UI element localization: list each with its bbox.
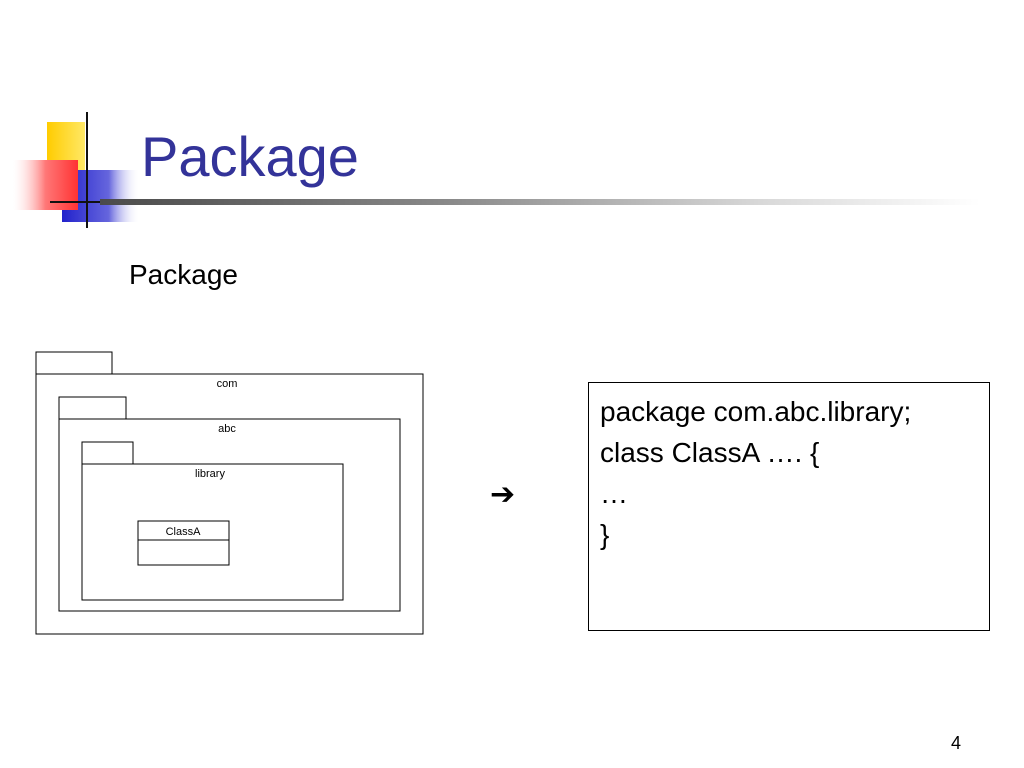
package-library-tab — [81, 441, 134, 465]
class-name-label: ClassA — [166, 526, 202, 538]
slide-title: Package — [141, 125, 359, 188]
package-abc-tab — [58, 396, 127, 420]
class-box-outline — [137, 520, 230, 566]
page-number: 4 — [951, 733, 962, 753]
code-line: … — [600, 478, 628, 509]
slide-subtitle: Package — [129, 259, 238, 290]
title-decoration — [13, 112, 140, 228]
package-abc-label: abc — [218, 423, 236, 435]
code-line: package com.abc.library; — [600, 396, 912, 427]
package-com-tab — [35, 351, 113, 375]
package-com-label: com — [217, 378, 238, 390]
package-library-label: library — [195, 468, 225, 480]
class-box: ClassA — [137, 520, 230, 566]
code-line: } — [600, 519, 610, 550]
title-underline — [100, 199, 980, 205]
code-box: package com.abc.library; class ClassA ….… — [588, 382, 990, 631]
arrow-right-icon: ➔ — [490, 477, 516, 512]
code-line: class ClassA …. { — [600, 437, 820, 468]
